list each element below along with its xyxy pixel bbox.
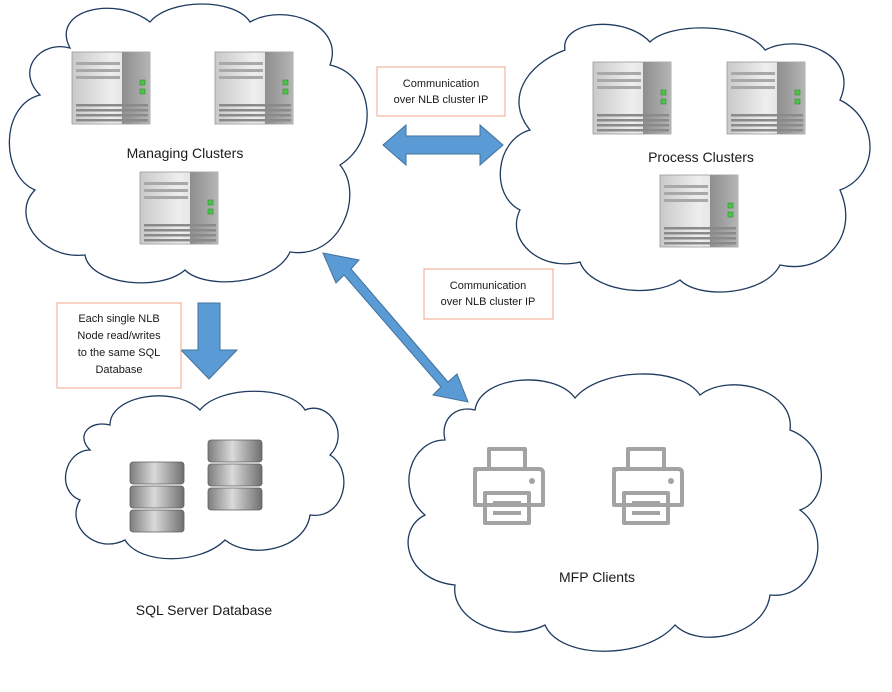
mfp-clients-label: MFP Clients <box>559 569 635 585</box>
bidirectional-arrow-horizontal <box>382 123 504 167</box>
note-line: Communication <box>403 78 479 90</box>
managing-clusters-cloud: Managing Clusters <box>8 3 368 284</box>
note-line: Communication <box>450 280 526 292</box>
note-top-communication: Communication over NLB cluster IP <box>376 66 506 117</box>
note-left-nlb-database: Each single NLB Node read/writes to the … <box>56 302 182 389</box>
database-icon <box>129 461 185 533</box>
server-icon <box>214 51 294 125</box>
note-line: over NLB cluster IP <box>394 94 489 106</box>
server-icon <box>592 61 672 135</box>
server-icon <box>726 61 806 135</box>
sql-server-cloud <box>64 390 345 560</box>
note-line: Database <box>95 364 142 376</box>
note-line: Each single NLB <box>78 313 159 325</box>
process-clusters-cloud: Process Clusters <box>499 23 871 293</box>
note-line: Node read/writes <box>77 330 161 342</box>
process-clusters-label: Process Clusters <box>648 149 754 165</box>
database-icon <box>207 439 263 511</box>
down-arrow-to-database <box>179 302 239 380</box>
server-icon <box>71 51 151 125</box>
sql-server-database-label: SQL Server Database <box>136 602 273 618</box>
bidirectional-arrow-diagonal <box>322 252 469 403</box>
managing-clusters-label: Managing Clusters <box>127 145 244 161</box>
note-middle-communication: Communication over NLB cluster IP <box>423 268 554 320</box>
note-line: over NLB cluster IP <box>441 296 536 308</box>
mfp-clients-cloud: MFP Clients <box>407 373 822 652</box>
server-icon <box>139 171 219 245</box>
server-icon <box>659 174 739 248</box>
note-line: to the same SQL <box>78 347 161 359</box>
